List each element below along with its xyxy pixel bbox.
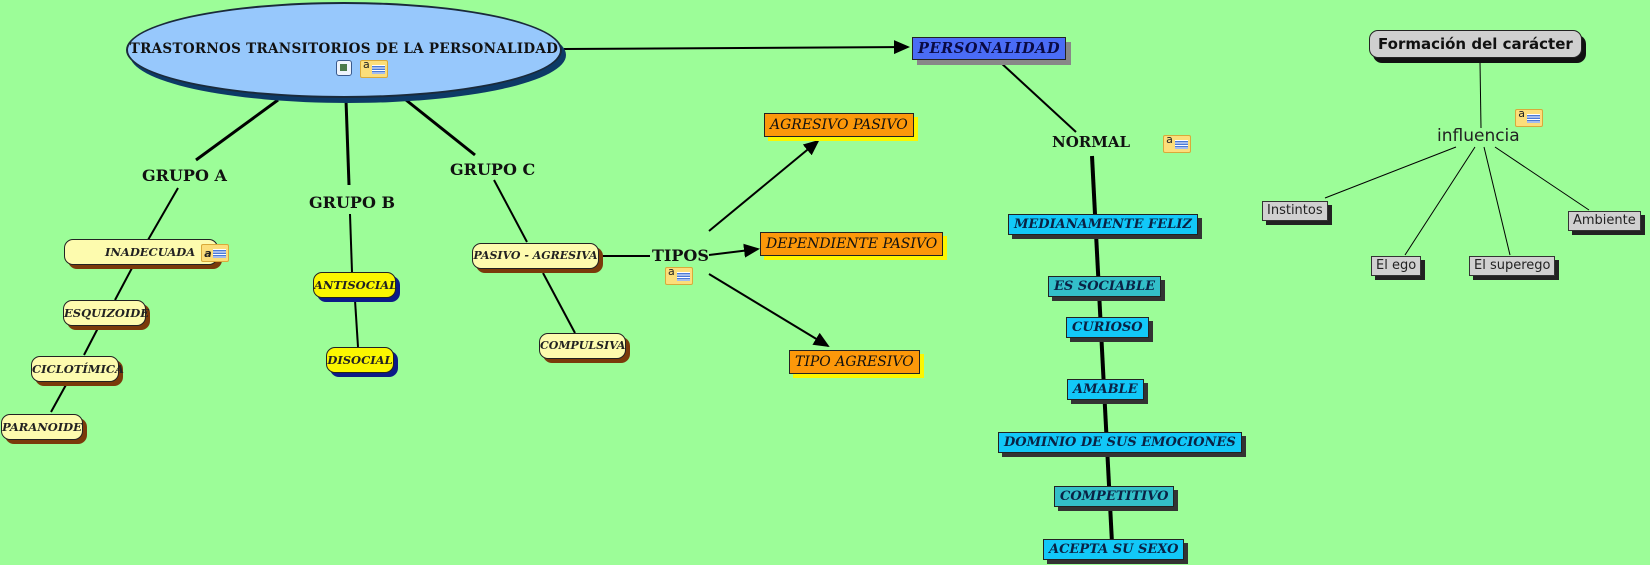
trait-medianamente-feliz[interactable]: MEDIANAMENTE FELIZ xyxy=(1008,214,1198,235)
link-main-grupo-a xyxy=(195,98,279,162)
link-influencia-instintos xyxy=(1324,146,1457,199)
image-icon[interactable] xyxy=(336,60,352,76)
link-main-grupo-c xyxy=(405,98,476,157)
trait-dominio-emociones[interactable]: DOMINIO DE SUS EMOCIONES xyxy=(998,432,1242,453)
agresivo-pasivo-node[interactable]: AGRESIVO PASIVO xyxy=(764,113,914,137)
disocial-node[interactable]: DISOCIAL xyxy=(326,347,394,373)
grupo-c-label[interactable]: GRUPO C xyxy=(450,160,536,179)
note-icon[interactable] xyxy=(1163,133,1192,153)
link-main-grupo-b xyxy=(344,99,351,186)
el-superego-node[interactable]: El superego xyxy=(1469,256,1556,276)
inadecuada-node[interactable]: INADECUADA xyxy=(64,239,230,266)
antisocial-node[interactable]: ANTISOCIAL xyxy=(313,272,397,298)
grupo-a-label[interactable]: GRUPO A xyxy=(142,166,227,185)
note-icon[interactable] xyxy=(665,265,693,285)
pasivo-agresiva-node[interactable]: PASIVO - AGRESIVA xyxy=(472,243,599,269)
instintos-node[interactable]: Instintos xyxy=(1262,201,1328,221)
trait-curioso[interactable]: CURIOSO xyxy=(1066,317,1149,338)
link-main-personalidad xyxy=(563,40,910,55)
ciclotimica-node[interactable]: CICLOTÍMICA xyxy=(31,356,124,382)
link-influencia-ambiente xyxy=(1494,146,1590,211)
esquizoide-node[interactable]: ESQUIZOIDE xyxy=(63,300,149,326)
trait-es-sociable[interactable]: ES SOCIABLE xyxy=(1048,276,1162,297)
dependiente-pasivo-node[interactable]: DEPENDIENTE PASIVO xyxy=(760,232,944,256)
link-influencia-ego xyxy=(1404,146,1476,256)
link-pasivo-compulsiva xyxy=(542,272,576,334)
normal-label[interactable]: NORMAL xyxy=(1052,133,1131,151)
note-icon[interactable] xyxy=(1515,107,1544,127)
personalidad-node[interactable]: PERSONALIDAD xyxy=(912,37,1067,60)
compulsiva-node[interactable]: COMPULSIVA xyxy=(539,333,626,359)
note-icon[interactable] xyxy=(360,58,388,78)
link-personalidad-normal xyxy=(999,61,1077,133)
link-ciclotimica-paranoide xyxy=(50,382,68,413)
main-topic-title: TRASTORNOS TRANSITORIOS DE LA PERSONALID… xyxy=(129,41,559,57)
link-tipos-tipoagresivo xyxy=(708,273,830,348)
link-tipos-agresivo xyxy=(708,139,820,232)
influencia-link-label[interactable]: influencia xyxy=(1437,126,1520,146)
link-c-pasivo xyxy=(493,179,528,243)
tipo-agresivo-node[interactable]: TIPO AGRESIVO xyxy=(789,350,920,374)
trait-competitivo[interactable]: COMPETITIVO xyxy=(1054,486,1175,507)
link-caracter-influencia xyxy=(1479,61,1482,129)
link-b-antisocial xyxy=(349,213,353,273)
ambiente-node[interactable]: Ambiente xyxy=(1568,211,1641,231)
link-influencia-superego xyxy=(1483,146,1511,256)
link-inadecuada-esquizoide xyxy=(114,267,133,301)
note-icon[interactable] xyxy=(201,242,230,266)
main-topic-node[interactable]: TRASTORNOS TRANSITORIOS DE LA PERSONALID… xyxy=(126,2,562,98)
trait-acepta-su-sexo[interactable]: ACEPTA SU SEXO xyxy=(1043,539,1185,560)
paranoide-node[interactable]: PARANOIDE xyxy=(1,414,83,440)
el-ego-node[interactable]: El ego xyxy=(1371,256,1422,276)
caracter-title-node[interactable]: Formación del carácter xyxy=(1369,30,1582,58)
link-a-inadecuada xyxy=(147,187,179,241)
link-tipos-dependiente xyxy=(708,243,760,258)
trait-amable[interactable]: AMABLE xyxy=(1067,379,1144,400)
link-esquizoide-ciclotimica xyxy=(83,327,99,356)
inadecuada-label: INADECUADA xyxy=(105,245,196,259)
grupo-b-label[interactable]: GRUPO B xyxy=(309,193,395,212)
tipos-label[interactable]: TIPOS xyxy=(652,246,709,265)
link-antisocial-disocial xyxy=(354,299,359,348)
